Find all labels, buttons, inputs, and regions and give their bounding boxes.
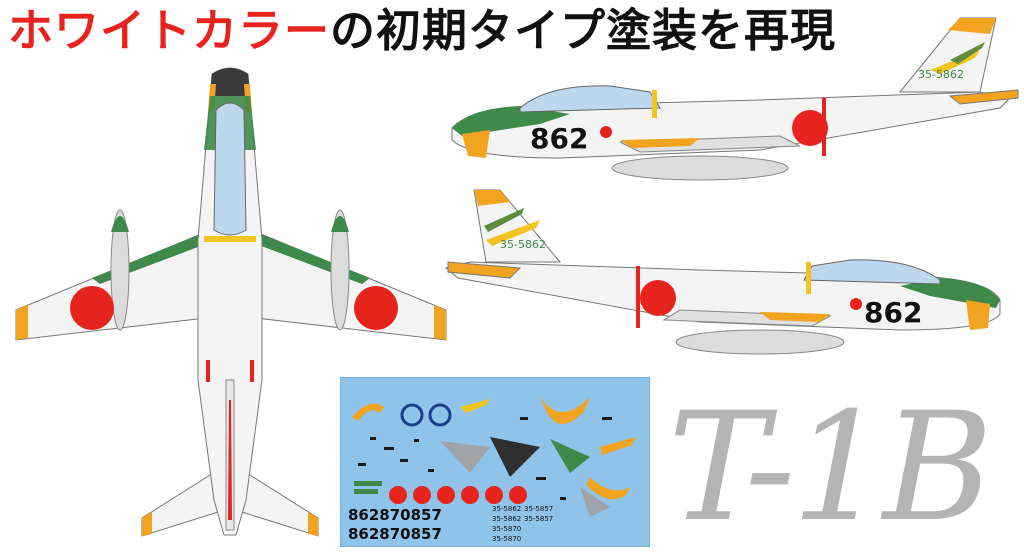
decal-serial: 35-5857 (524, 515, 553, 523)
nose-number-upper: 862 (530, 122, 588, 155)
tail-serial-upper: 35-5862 (918, 68, 964, 81)
decal-hinomaru (413, 486, 431, 504)
decal-serial: 35-5870 (492, 535, 521, 543)
decal-hinomaru (509, 486, 527, 504)
model-title: T-1B (668, 381, 993, 555)
decal-serial: 35-5857 (524, 505, 553, 513)
decal-number-strip: 862870857 (348, 525, 442, 543)
side-view-left-aircraft: 862 35-5862 (451, 17, 1019, 181)
hinomaru-side-lower (640, 280, 676, 316)
decal-sheet: 862870857 862870857 35-5862 35-5857 35-5… (340, 377, 650, 547)
tail-serial-lower: 35-5862 (500, 238, 546, 251)
top-view-aircraft (15, 67, 447, 537)
hinomaru-left-wing (70, 286, 114, 330)
decal-hinomaru (461, 486, 479, 504)
hinomaru-right-wing (354, 286, 398, 330)
hinomaru-side-upper (792, 110, 828, 146)
decal-serial: 35-5862 (492, 505, 521, 513)
decal-serial: 35-5870 (492, 525, 521, 533)
headline-highlight: ホワイトカラー (8, 4, 331, 57)
page-headline: ホワイトカラーの初期タイプ塗装を再現 (8, 2, 836, 60)
decal-hinomaru (389, 486, 407, 504)
nose-number-lower: 862 (864, 296, 922, 329)
side-view-right-aircraft: 862 35-5862 (444, 189, 1001, 355)
headline-rest: の初期タイプ塗装を再現 (330, 4, 837, 57)
decal-hinomaru (437, 486, 455, 504)
decal-serial: 35-5862 (492, 515, 521, 523)
decal-hinomaru (485, 486, 503, 504)
decal-number-strip: 862870857 (348, 506, 442, 524)
